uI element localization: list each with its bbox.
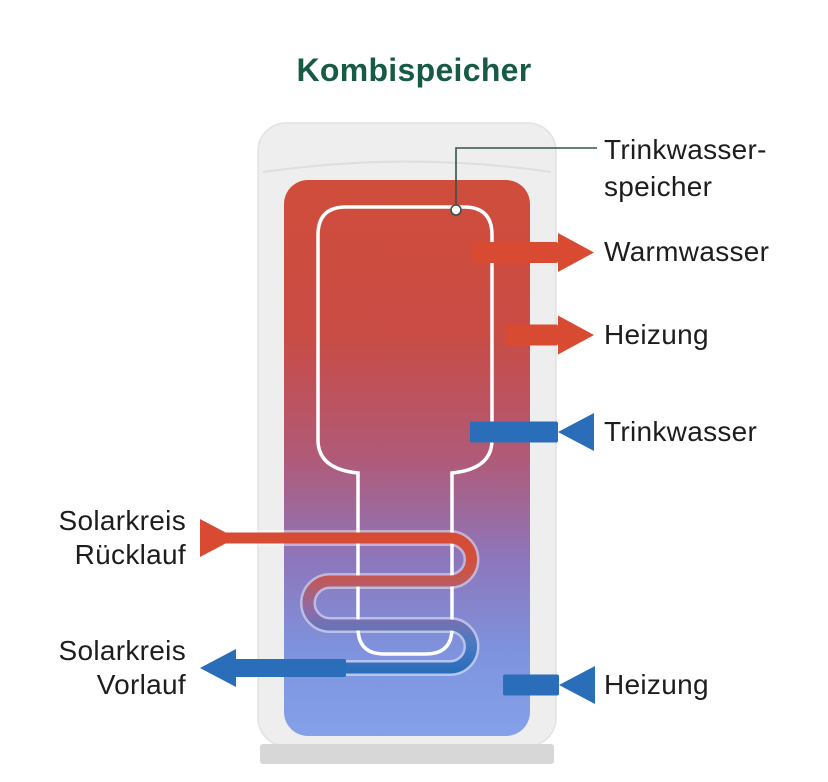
arrow-shaft (471, 242, 558, 263)
tank-lid-seam (262, 160, 552, 173)
heizung-out-arrow (506, 315, 594, 355)
heizung-in-arrow (503, 666, 595, 704)
arrow-head-left-icon (558, 413, 594, 451)
label-line: Rücklauf (74, 539, 186, 570)
label-line: Solarkreis (58, 635, 186, 666)
label-heizung-in: Heizung (604, 669, 709, 700)
arrow-shaft (503, 674, 559, 696)
label-trinkwasser: Trinkwasser (604, 416, 758, 447)
warmwasser-arrow (471, 233, 594, 272)
label-solarkreis-vorlauf: Solarkreis Vorlauf (59, 634, 186, 702)
arrow-head-left-icon (200, 649, 236, 687)
arrow-head-left-icon (559, 666, 595, 704)
inner-vessel-outline (316, 205, 494, 656)
label-warmwasser: Warmwasser (604, 236, 770, 267)
label-line: speicher (604, 171, 713, 202)
label-line: Trinkwasser- (604, 134, 767, 165)
arrow-shaft (470, 421, 558, 443)
arrow-shaft (506, 324, 558, 346)
tank-base (260, 744, 554, 764)
solar-coil-pipe (218, 532, 477, 674)
label-heizung-out: Heizung (604, 319, 709, 350)
tank-thermal-gradient (284, 180, 530, 736)
arrow-shaft (232, 659, 346, 677)
label-line: Vorlauf (96, 669, 186, 700)
pointer-dot (450, 204, 462, 216)
label-solarkreis-ruecklauf: Solarkreis Rücklauf (59, 504, 186, 572)
arrow-head-right-icon (558, 315, 594, 355)
pointer-line (455, 147, 597, 204)
page-title: Kombispeicher (296, 52, 532, 88)
label-trinkwasserspeicher: Trinkwasser- speicher (604, 131, 767, 205)
arrow-head-right-icon (558, 233, 594, 272)
trinkwasser-arrow (470, 413, 594, 451)
solar-ruecklauf-arrow-head-icon (200, 519, 236, 557)
label-line: Solarkreis (58, 505, 186, 536)
solar-vorlauf-arrow (200, 649, 346, 687)
